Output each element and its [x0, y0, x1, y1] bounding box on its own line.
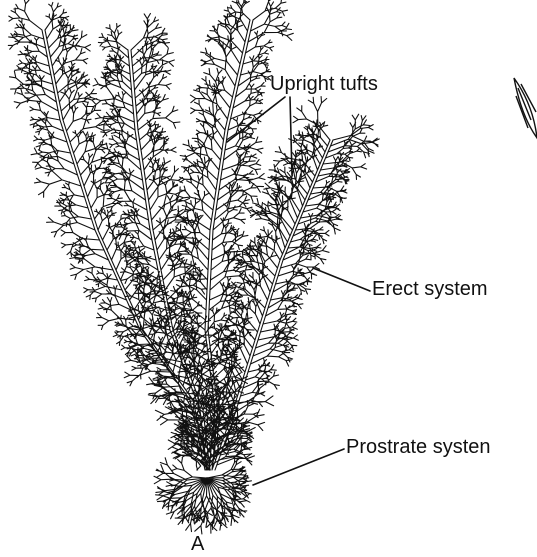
- label-erect-system: Erect system: [372, 279, 488, 299]
- leader-upright-tufts-left: [227, 97, 285, 142]
- label-prostrate-system: Prostrate systen: [346, 437, 491, 457]
- leader-erect-system: [313, 268, 370, 291]
- label-upright-tufts: Upright tufts: [270, 74, 378, 94]
- side-fragment-drawing: [514, 78, 537, 138]
- leader-prostrate-system: [253, 449, 344, 485]
- figure-letter: A: [191, 534, 204, 554]
